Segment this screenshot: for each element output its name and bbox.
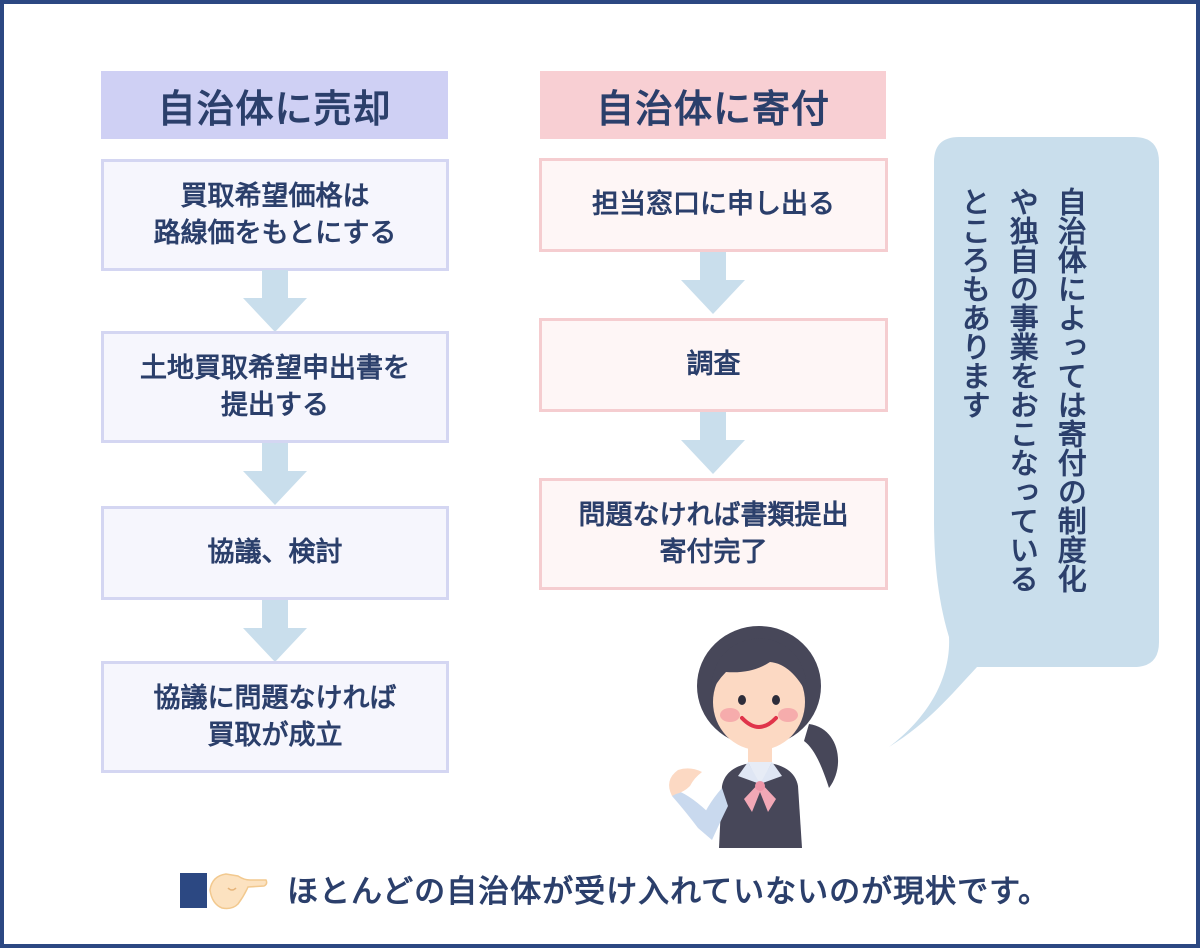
speech-bubble xyxy=(889,137,1159,747)
donate-column-title: 自治体に寄付 xyxy=(540,71,886,139)
speech-line-1: 自治体によっては寄付の制度化 xyxy=(1053,187,1088,593)
bottom-note: ほとんどの自治体が受け入れていないのが現状です。 xyxy=(287,874,1051,910)
down-arrow-icon xyxy=(243,443,307,505)
sell-column-title: 自治体に売却 xyxy=(101,71,448,139)
sell-step-4: 協議に問題なければ 買取が成立 xyxy=(101,661,449,773)
donate-step-1: 担当窓口に申し出る xyxy=(539,158,888,252)
speech-line-2: や独自の事業をおこなっている xyxy=(1005,187,1040,593)
sell-step-3: 協議、検討 xyxy=(101,506,449,600)
down-arrow-icon xyxy=(681,252,745,314)
down-arrow-icon xyxy=(681,412,745,474)
down-arrow-icon xyxy=(243,600,307,662)
donate-step-2: 調査 xyxy=(539,318,888,412)
receptionist-illustration xyxy=(669,626,839,848)
bullet-square xyxy=(180,873,207,908)
pointing-hand-icon xyxy=(209,873,268,910)
sell-step-1: 買取希望価格は 路線価をもとにする xyxy=(101,159,449,271)
speech-line-3: ところもあります xyxy=(957,187,992,419)
sell-step-2: 土地買取希望申出書を 提出する xyxy=(101,331,449,443)
down-arrow-icon xyxy=(243,270,307,332)
donate-step-3: 問題なければ書類提出 寄付完了 xyxy=(539,478,888,590)
